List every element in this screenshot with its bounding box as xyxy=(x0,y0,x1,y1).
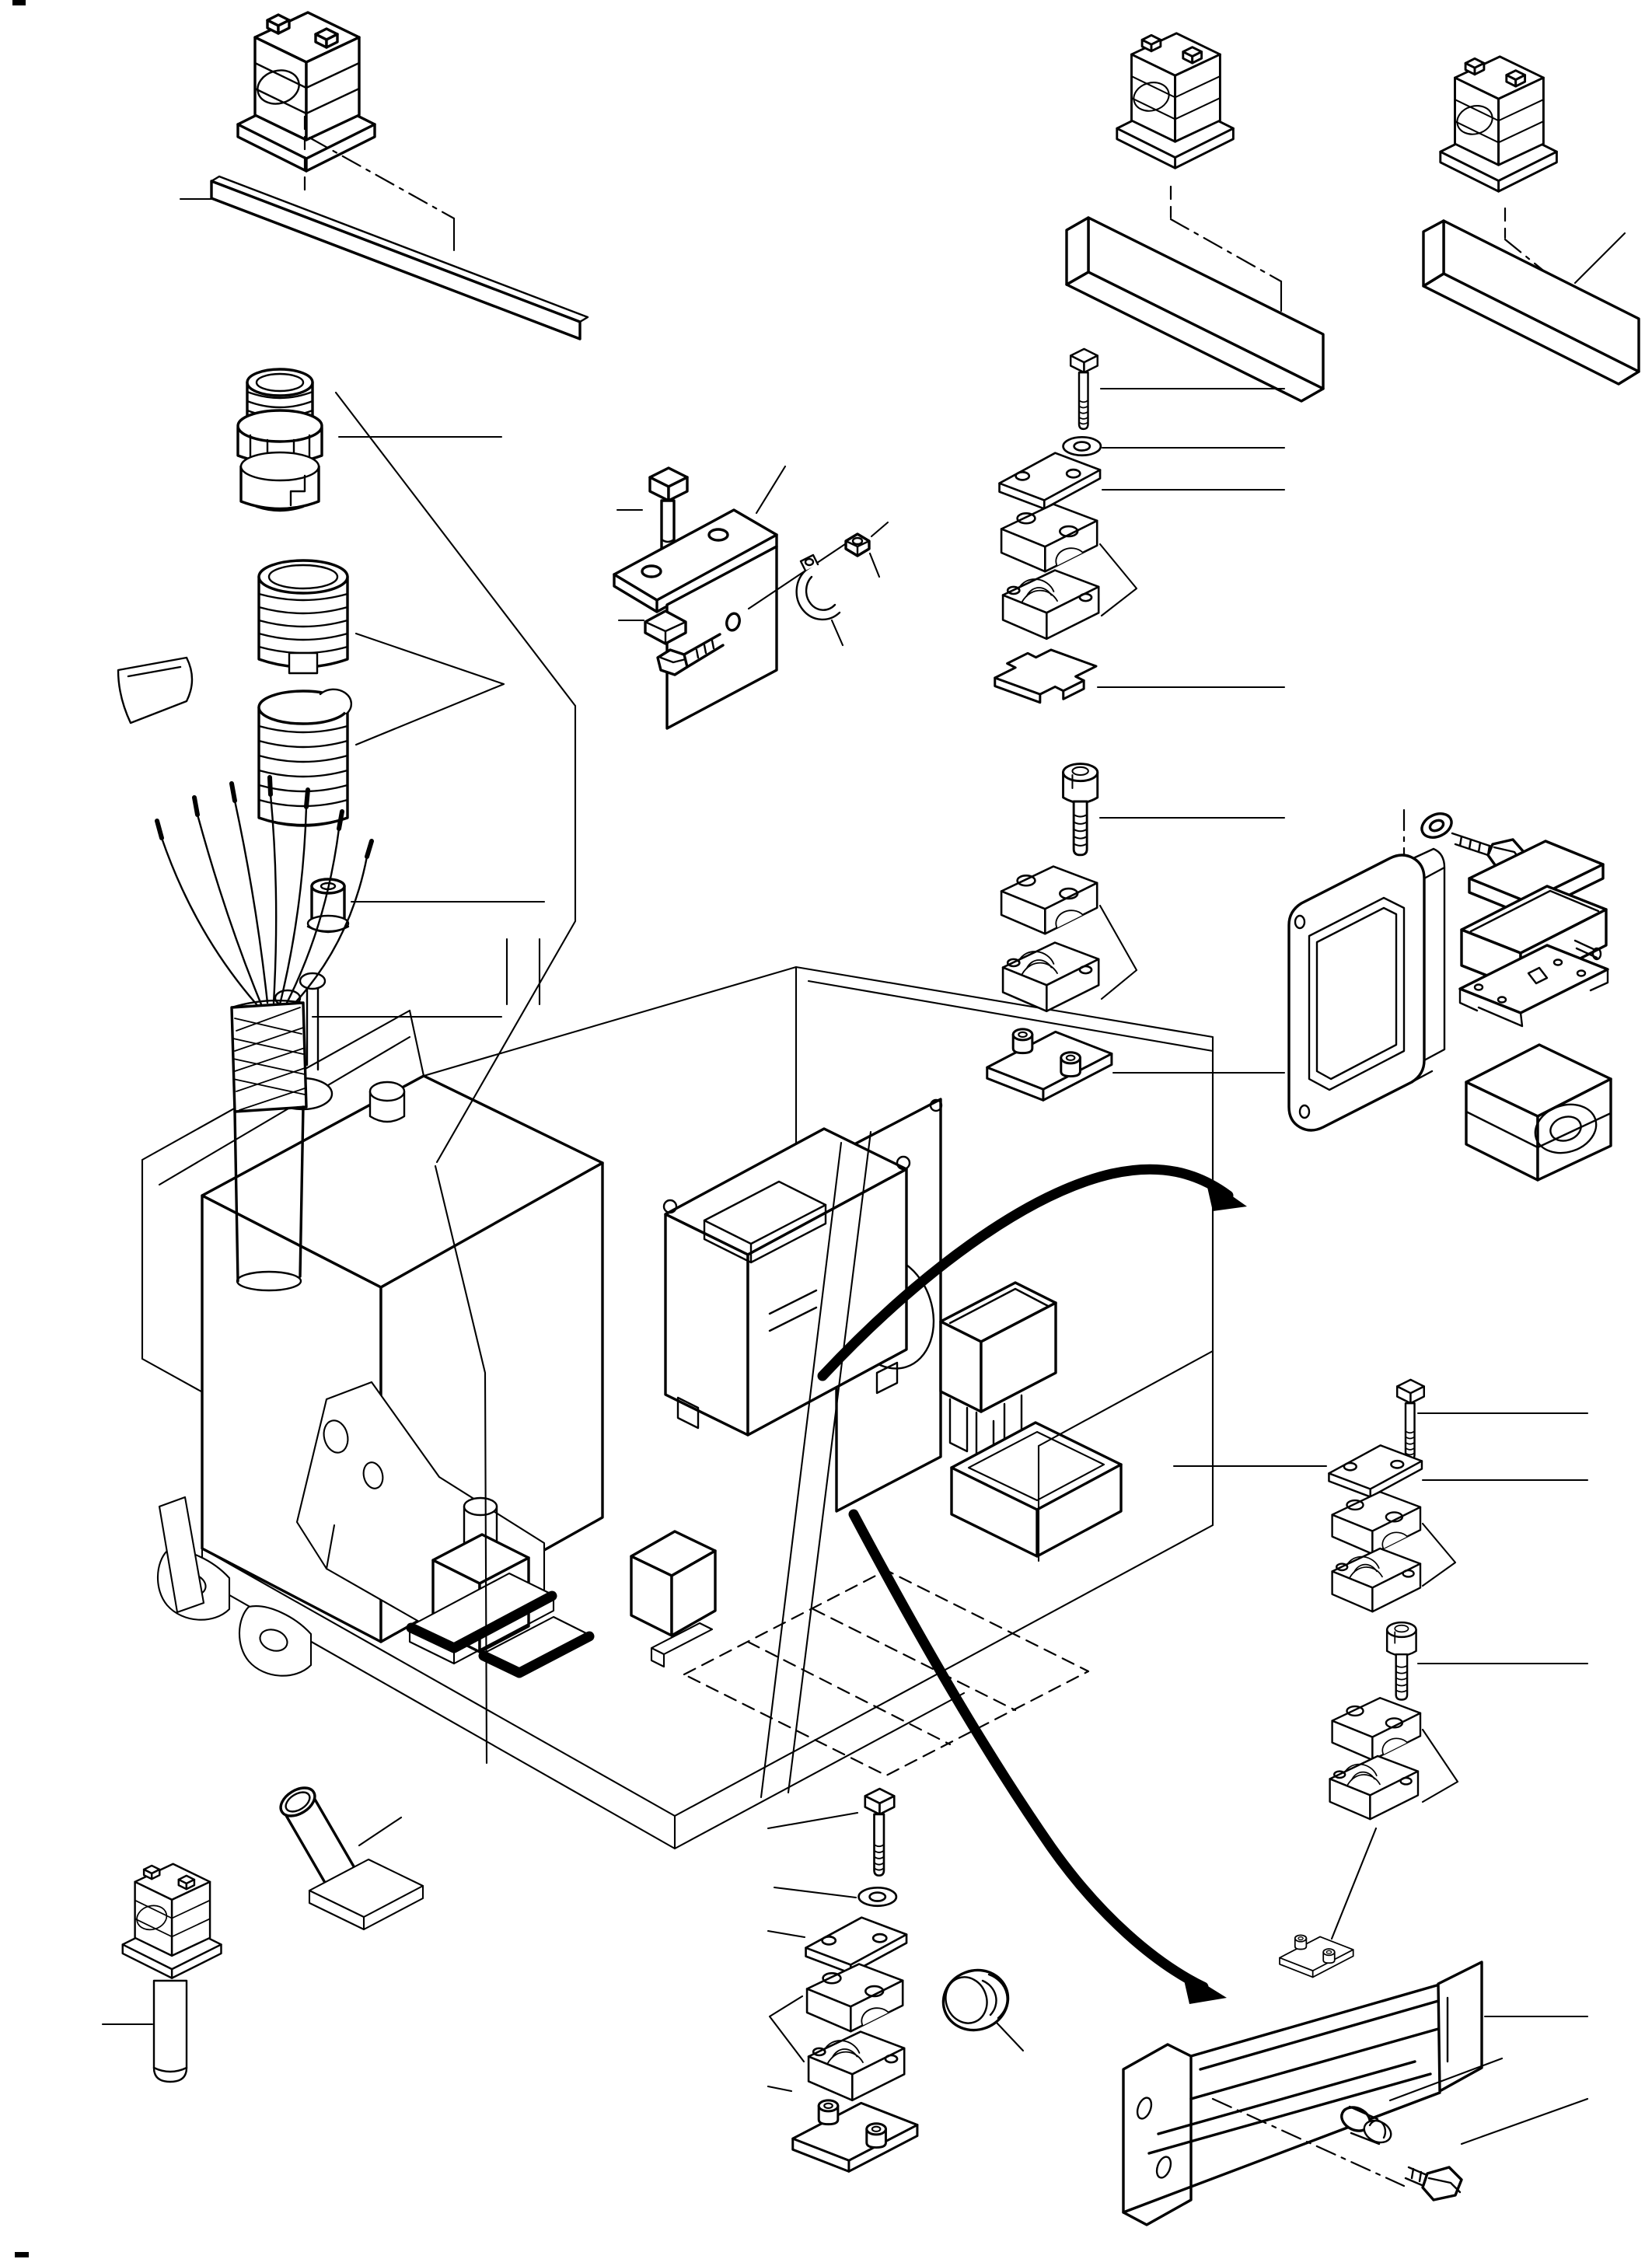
bellows-sleeve-1 xyxy=(257,559,349,675)
clamp-upper-half xyxy=(1331,1491,1422,1555)
tray xyxy=(950,1421,1123,1558)
filler-cap xyxy=(368,1081,406,1102)
clamp-block xyxy=(1116,32,1235,169)
housing-group xyxy=(1287,808,1612,1182)
hex-nut xyxy=(644,609,687,645)
round-grommet xyxy=(941,1968,1010,2032)
top-right-clamp-assembly xyxy=(1422,55,1640,386)
right-clamp-stack xyxy=(1328,1378,1589,1821)
clamp-upper-half xyxy=(1000,503,1098,573)
grommet-block xyxy=(1465,1043,1612,1182)
stud-base-plate xyxy=(791,2099,919,2173)
reference-arrow-right xyxy=(817,1164,1247,1381)
clamp-upper-half xyxy=(1331,1697,1422,1761)
hex-bolt-angled xyxy=(1404,2166,1463,2201)
socket-screw xyxy=(1385,1621,1417,1701)
crop-mark-bottom-left xyxy=(15,2252,29,2257)
angle-bar xyxy=(1065,216,1325,403)
open-housing-box xyxy=(1287,847,1446,1132)
mounting-bar xyxy=(210,180,582,340)
bottom-clamp-stack xyxy=(767,1787,1025,2173)
clamp-lower-half xyxy=(807,2030,906,2102)
electronics-unit xyxy=(662,1127,911,1437)
clamp-block xyxy=(236,11,376,173)
hex-bolt-angled xyxy=(656,633,725,676)
stud-plate xyxy=(1279,1934,1354,1978)
spacer-bushing xyxy=(1340,2105,1392,2146)
hex-bolt xyxy=(1395,1378,1425,1461)
stud-base-plate xyxy=(986,1028,1113,1102)
p-clip xyxy=(795,553,841,621)
machine-body xyxy=(141,937,1328,1850)
pointer-flag xyxy=(1421,1728,1459,1803)
pointer-flag xyxy=(1098,543,1138,617)
pointer-flag xyxy=(1421,1522,1457,1587)
channel-bracket-group xyxy=(1122,1827,1589,2226)
mounting-plate xyxy=(1458,944,1609,1028)
gland-fitting xyxy=(236,368,323,512)
center-clamp-stack xyxy=(986,32,1325,1102)
pointer-flag xyxy=(768,1995,805,2063)
lock-washer xyxy=(1420,812,1453,839)
fork-plate xyxy=(994,648,1098,704)
crop-mark-top-left xyxy=(12,0,26,5)
hex-nut-small xyxy=(844,532,871,557)
cover-plate xyxy=(998,452,1102,510)
washer xyxy=(857,1887,898,1908)
hex-bolt xyxy=(1069,347,1098,431)
connector-block xyxy=(939,1281,1057,1465)
clamp-block xyxy=(1439,55,1558,193)
shielded-cable xyxy=(155,775,374,1292)
clamp-upper-half xyxy=(805,1963,904,2033)
socket-screw xyxy=(1062,763,1099,857)
hex-bolt xyxy=(864,1787,896,1877)
clamp-on-post xyxy=(121,1863,222,2083)
clamp-upper-half xyxy=(1000,865,1098,935)
top-left-clamp-assembly xyxy=(179,11,589,340)
clamp-lower-half xyxy=(1001,569,1100,641)
bottom-left-parts xyxy=(101,1786,424,2083)
clamp-lower-half xyxy=(1331,1547,1422,1613)
pointer-flag xyxy=(1098,904,1138,1000)
junction-box xyxy=(630,1530,717,1668)
bellows-sleeve-2 xyxy=(257,688,352,827)
reference-arrow-bottom xyxy=(848,1509,1227,2004)
cable-gland-group xyxy=(117,368,577,1292)
pointer-flag xyxy=(354,632,505,746)
channel-bracket xyxy=(1122,1960,1483,2226)
l-bracket-group xyxy=(613,465,889,730)
washer xyxy=(1062,436,1102,457)
angle-bar xyxy=(1422,219,1640,386)
clamp-lower-half xyxy=(1001,941,1100,1013)
clamp-lower-half xyxy=(1329,1754,1420,1821)
angled-pipe xyxy=(279,1786,424,1931)
leader-line xyxy=(1573,232,1626,285)
valve-assembly xyxy=(406,1496,595,1678)
